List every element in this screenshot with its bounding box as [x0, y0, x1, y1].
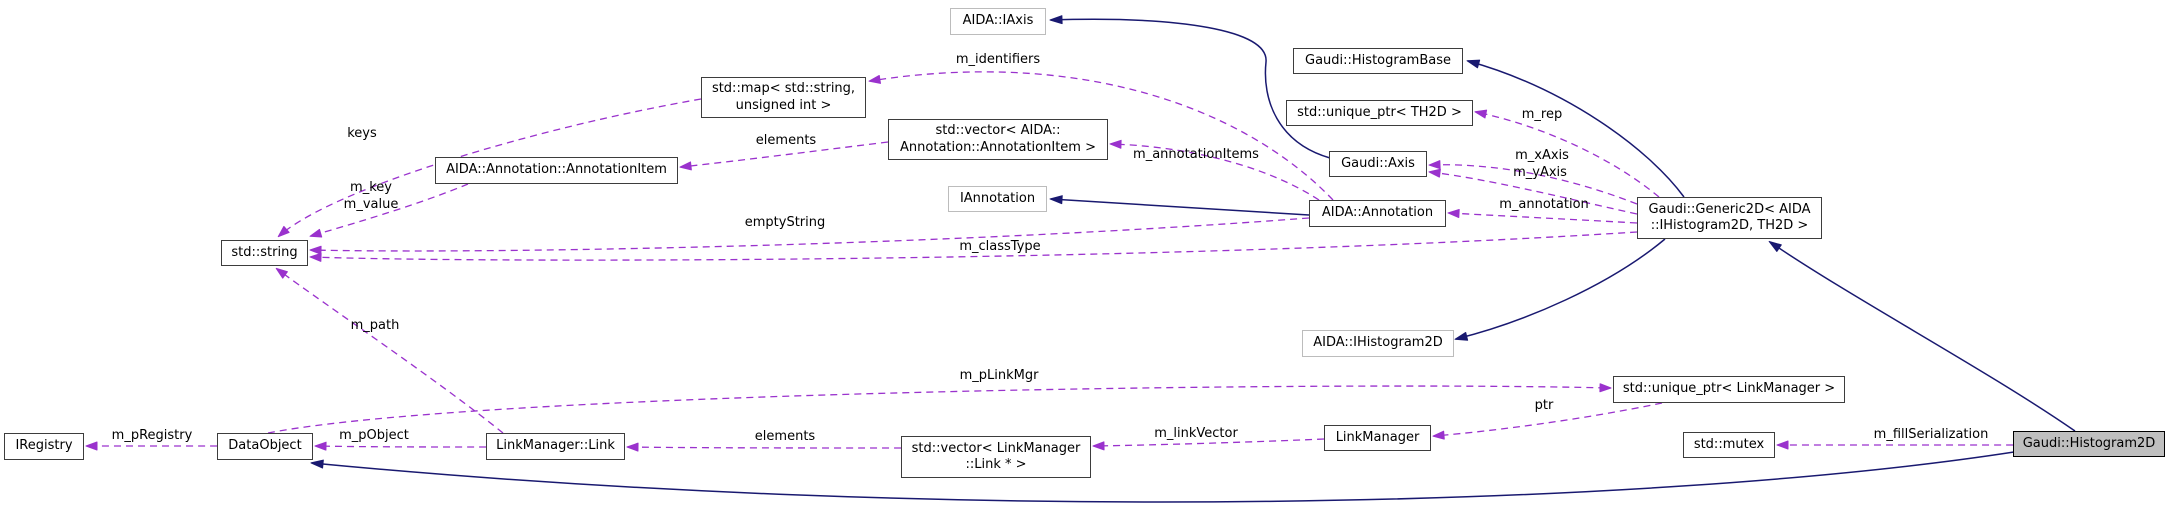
node-std-map[interactable]: std::map< std::string, unsigned int > — [701, 77, 866, 118]
node-linkmanager[interactable]: LinkManager — [1324, 425, 1431, 451]
node-aida-annotation-label: AIDA::Annotation — [1321, 205, 1434, 221]
edge-m-annotationitems — [1109, 139, 1320, 201]
edge-axis-to-iaxis — [1049, 15, 1331, 159]
node-aida-ihistogram2d-label: AIDA::IHistogram2D — [1313, 335, 1443, 351]
edge-m-annotation — [1447, 209, 1638, 224]
node-std-string-label: std::string — [231, 244, 298, 260]
node-iannotation[interactable]: IAnnotation — [948, 186, 1047, 212]
node-annotationitem-label: AIDA::Annotation::AnnotationItem — [446, 162, 667, 178]
edge-emptystring — [309, 217, 1310, 255]
node-gaudi-histogrambase-label: Gaudi::HistogramBase — [1305, 52, 1451, 68]
node-std-mutex-label: std::mutex — [1693, 436, 1765, 452]
node-std-vector-link-label: std::vector< LinkManager ::Link * > — [911, 440, 1081, 472]
node-std-unique-ptr-th2d-label: std::unique_ptr< TH2D > — [1297, 104, 1462, 120]
node-std-vector-annotationitem-label: std::vector< AIDA:: Annotation::Annotati… — [900, 123, 1096, 155]
edge-m-linkvector — [1092, 438, 1325, 451]
edge-m-pobject — [314, 441, 487, 451]
edge-m-identifiers — [868, 71, 1334, 201]
node-iannotation-label: IAnnotation — [959, 190, 1036, 206]
node-std-map-label: std::map< std::string, unsigned int > — [711, 81, 856, 113]
node-linkmanager-link-label: LinkManager::Link — [496, 438, 615, 454]
edge-m-yaxis — [1428, 168, 1638, 215]
node-aida-ihistogram2d[interactable]: AIDA::IHistogram2D — [1302, 330, 1454, 357]
node-annotationitem[interactable]: AIDA::Annotation::AnnotationItem — [435, 157, 678, 184]
node-gaudi-histogram2d-label: Gaudi::Histogram2D — [2022, 435, 2156, 451]
node-dataobject[interactable]: DataObject — [217, 433, 313, 460]
edge-ptr — [1432, 402, 1663, 440]
node-std-unique-ptr-linkmanager[interactable]: std::unique_ptr< LinkManager > — [1613, 376, 1845, 403]
edge-m-rep — [1474, 109, 1660, 198]
edge-histogram2d-to-generic2d — [1768, 240, 2076, 432]
node-gaudi-histogrambase[interactable]: Gaudi::HistogramBase — [1293, 48, 1463, 74]
edge-generic2d-to-histogrambase — [1466, 59, 1685, 198]
node-std-unique-ptr-linkmanager-label: std::unique_ptr< LinkManager > — [1622, 381, 1836, 397]
edge-histogram2d-to-dataobject — [310, 451, 2015, 503]
node-gaudi-axis-label: Gaudi::Axis — [1341, 155, 1415, 171]
node-gaudi-histogram2d[interactable]: Gaudi::Histogram2D — [2013, 431, 2165, 457]
node-aida-iaxis[interactable]: AIDA::IAxis — [950, 8, 1046, 35]
node-gaudi-generic2d-label: Gaudi::Generic2D< AIDA ::IHistogram2D, T… — [1648, 201, 1811, 233]
node-std-string[interactable]: std::string — [221, 240, 308, 266]
node-std-mutex[interactable]: std::mutex — [1683, 432, 1775, 458]
node-dataobject-label: DataObject — [228, 438, 302, 454]
node-linkmanager-label: LinkManager — [1335, 429, 1420, 445]
node-gaudi-axis[interactable]: Gaudi::Axis — [1329, 151, 1427, 177]
node-std-vector-annotationitem[interactable]: std::vector< AIDA:: Annotation::Annotati… — [888, 119, 1108, 160]
node-linkmanager-link[interactable]: LinkManager::Link — [486, 433, 625, 460]
node-aida-annotation[interactable]: AIDA::Annotation — [1309, 200, 1446, 227]
edge-m-plinkmgr — [267, 383, 1612, 434]
edge-m-key-m-value — [309, 183, 469, 238]
edge-annotation-to-iannotation — [1049, 195, 1310, 216]
node-std-vector-link[interactable]: std::vector< LinkManager ::Link * > — [901, 436, 1091, 478]
node-gaudi-generic2d[interactable]: Gaudi::Generic2D< AIDA ::IHistogram2D, T… — [1637, 197, 1822, 239]
edge-elements-annotationitem — [679, 141, 889, 171]
edge-elements-link — [626, 442, 902, 452]
edge-m-classtype — [309, 231, 1638, 262]
node-aida-iaxis-label: AIDA::IAxis — [962, 13, 1034, 29]
node-std-unique-ptr-th2d[interactable]: std::unique_ptr< TH2D > — [1286, 100, 1473, 126]
edge-m-xaxis — [1428, 160, 1638, 205]
edge-m-path — [275, 267, 504, 434]
edge-generic2d-to-ihistogram2d — [1454, 238, 1666, 341]
node-iregistry[interactable]: IRegistry — [4, 433, 84, 460]
node-iregistry-label: IRegistry — [15, 438, 73, 454]
